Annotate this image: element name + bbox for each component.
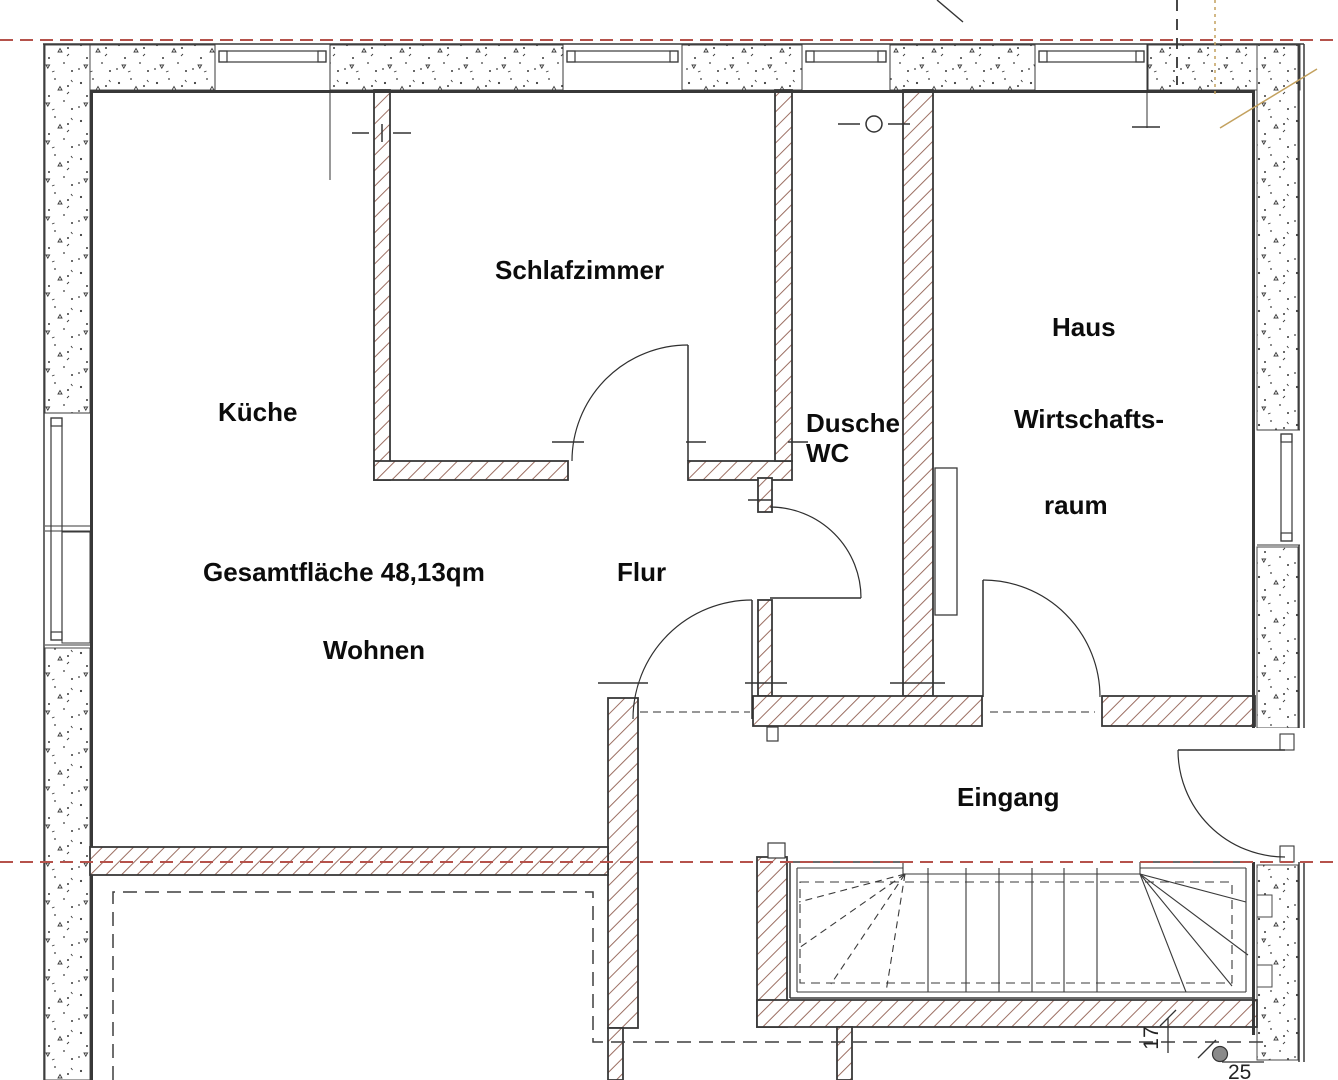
wall-schlafzimmer-dusche: [774, 89, 793, 462]
label-gesamtflaeche: Gesamtfläche 48,13qm: [203, 557, 485, 587]
wall-schlafzimmer-bottom-right: [687, 460, 793, 481]
label-dim-17: 17: [1140, 1026, 1163, 1049]
stair-winders-left-dashed: [798, 873, 906, 993]
door-swing-arc: [1177, 749, 1286, 858]
door-jamb-stub: [766, 726, 779, 742]
label-flur: Flur: [617, 557, 666, 587]
wall-dusche-wirtschaftsraum: [902, 89, 934, 697]
entrance-opening: [1255, 728, 1306, 863]
reference-diagonal-tan: [1219, 68, 1318, 129]
door-swing-arc: [571, 344, 689, 462]
label-wirtschafts: Wirtschafts-: [1014, 404, 1164, 434]
wall-left-segment: [44, 647, 91, 1080]
window-top-schlafzimmer: [562, 45, 683, 90]
terrace-outline-dashed: [112, 891, 1268, 1080]
wall-eingang-top-right: [1101, 695, 1256, 727]
wall-top-segment: [329, 44, 564, 91]
stair-stringer-inner: [796, 862, 1247, 993]
wall-flur-dusche-lower: [757, 599, 773, 697]
stair-dimension-17: [1159, 1009, 1217, 1059]
door-eingang-wirtschaftsraum: [982, 579, 1101, 713]
wall-top-segment: [681, 44, 803, 91]
window-top-wirtschaftsraum: [1034, 45, 1149, 90]
label-haus: Haus: [1052, 312, 1116, 342]
wall-stair-bottom: [756, 999, 1258, 1028]
window-top-kueche: [214, 45, 331, 90]
door-main-entrance: [1177, 749, 1286, 858]
wall-left-segment: [44, 44, 91, 414]
wall-schlafzimmer-bottom-left: [373, 460, 569, 481]
symbols: [766, 115, 1273, 1063]
wall-outer-edge: [43, 43, 1305, 1080]
door-frame-top: [1279, 733, 1295, 751]
wall-kueche-schlafzimmer: [373, 89, 391, 481]
label-wohnen: Wohnen: [323, 635, 425, 665]
wall-top-segment: [889, 44, 1036, 91]
label-schlafzimmer: Schlafzimmer: [495, 255, 664, 285]
label-dim-25: 25: [1228, 1061, 1251, 1080]
column-symbol: [1211, 1045, 1229, 1063]
labels: Schlafzimmer Küche Haus Wirtschafts- rau…: [203, 255, 1251, 1080]
window-reference-line: [329, 44, 1148, 180]
dimension-ticks: [352, 124, 1160, 684]
wall-stub-below-stair: [836, 1026, 853, 1080]
door-schlafzimmer: [571, 344, 689, 462]
wall-dusche-door-jamb: [757, 477, 773, 513]
door-dusche-wc: [769, 506, 862, 599]
section-cut-lines: [0, 39, 1338, 863]
label-dusche: Dusche: [806, 408, 900, 438]
wall-niche: [1256, 964, 1273, 988]
doors: [571, 344, 1286, 858]
label-eingang: Eingang: [957, 782, 1060, 812]
wall-right-segment: [1256, 44, 1299, 431]
window-left-kueche: [45, 412, 91, 646]
wall-stub-bottom-left: [607, 1027, 624, 1080]
wall-right-segment: [1256, 864, 1299, 1061]
stair-winders-right: [1139, 873, 1249, 993]
label-wc: WC: [806, 438, 850, 468]
windows: [45, 45, 1300, 646]
wall-right-segment: [1256, 546, 1299, 729]
door-frame-bottom: [1279, 845, 1295, 863]
door-swing-arc: [982, 579, 1101, 698]
wall-eingang-top-left: [752, 695, 983, 727]
stair-risers: [927, 868, 1098, 992]
reference-lines: [112, 0, 1318, 1080]
door-flur-eingang: [632, 599, 753, 720]
radiator: [934, 467, 958, 616]
door-jamb-stub: [767, 842, 786, 859]
ceiling-lamp-symbol: [865, 115, 883, 133]
wall-niche: [1256, 894, 1273, 918]
door-swing-arc: [632, 599, 753, 720]
window-right-wirtschaftsraum: [1257, 429, 1300, 546]
label-raum: raum: [1044, 490, 1108, 520]
door-swing-arc: [769, 506, 862, 599]
label-kueche: Küche: [218, 397, 297, 427]
reference-diagonal-black: [936, 0, 964, 23]
stairwell-opening-dashed: [799, 881, 1233, 984]
window-top-dusche: [801, 45, 891, 90]
staircase: [789, 861, 1254, 999]
